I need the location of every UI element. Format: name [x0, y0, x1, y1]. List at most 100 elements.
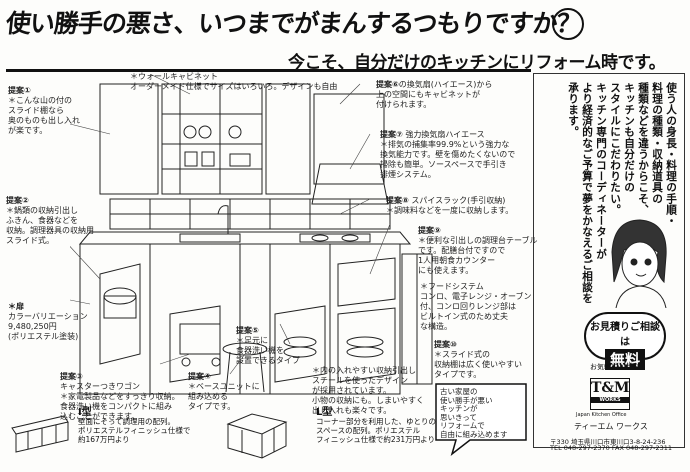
company-name-jp: ティーエム ワークス — [574, 422, 648, 431]
callout-line: 強力換気扇ハイエース — [405, 130, 485, 139]
callout-hood-system: ＊フードシステム コンロ、電子レンジ・オーブン 付、コンロ回りレンジ部は ビルト… — [420, 282, 532, 332]
i-type-kitchen-sketch — [11, 415, 69, 453]
callout-line: ＊便利な引出しの調理台テーブル — [418, 236, 538, 245]
callout-line: な構造。 — [420, 322, 452, 331]
side-text-col-3: 種類などを違うからこそ、 — [637, 82, 649, 216]
consultant-illustration — [611, 219, 667, 308]
headline: 使い勝手の悪さ、いつまでがまんするつもりですか？ — [4, 9, 583, 38]
callout-line: 上の空間にもキャビネットが — [376, 90, 480, 99]
layout-line: フィニッシュ仕様で約231万円より — [316, 435, 436, 444]
side-panel — [533, 73, 685, 448]
callout-line: 付、コンロ回りレンジ部は — [420, 302, 516, 311]
promo-line: 自由に組み込めます — [440, 429, 508, 439]
callout-line: タイプです。 — [188, 402, 236, 411]
kitchen-illustration — [70, 74, 433, 395]
callout-line: タイプです。 — [434, 370, 482, 379]
callout-line: 掃除も簡単。ソースペースで手引き — [380, 160, 507, 169]
callout-line: 小物の収納にも。しまいやすく — [312, 396, 424, 405]
callout-line: ＊ベースユニットに — [188, 382, 260, 391]
callout-title: 提案⑧ — [386, 196, 409, 205]
callout-line: カラーバリエーション — [8, 312, 88, 321]
callout-line: 9,480,250円 — [8, 322, 57, 331]
callout-line: ＊足元に — [236, 336, 268, 345]
callout-line: ＊調味料などを一度に収納します。 — [386, 206, 514, 215]
side-text-col-5: スタイルにこだわりたい。 — [609, 82, 621, 216]
callout-title: 提案④ — [188, 372, 211, 381]
callout-title: 提案⑦ — [380, 130, 403, 139]
estimate-note: お気軽にどうぞ — [590, 363, 639, 371]
company-name-en: Japan Kitchen Office — [576, 412, 627, 418]
callout-line: ビルトイン式のため丈夫 — [420, 312, 508, 321]
callout-proposal-5: 提案⑤ ＊足元に 食器洗い機を 設置できるタイプ — [236, 326, 300, 366]
callout-line: 奥のものも出し入れ — [8, 116, 80, 125]
promo-line: 使い勝手が悪い — [440, 395, 493, 405]
callout-wall-cabinet: ＊ウォールキャビネット オーダーメイド仕様でサイズはいろいろ。デザインも自由 — [130, 72, 337, 92]
callout-line: (ポリエステル塗装) — [8, 332, 79, 341]
promo-text: 古い家屋の 使い勝手が悪い キッチンが 思いきって リフォームで 自由に組み込め… — [440, 387, 508, 439]
callout-line: 収納棚は広く使いやすい — [434, 360, 522, 369]
callout-line: ＊家電製品などをすっきり収納。 — [60, 392, 180, 401]
callout-line: ＊こんな山の付の — [8, 96, 72, 105]
callout-line: が採用されています。 — [312, 386, 391, 395]
callout-line: 食器洗い機を — [236, 346, 284, 355]
company-logo: T&M WORKS — [590, 378, 630, 410]
company-address: 〒330 埼玉県川口市東川口3-8-24-236 — [550, 438, 666, 446]
callout-proposal-2: 提案② ＊鍋類の収納引出し ふきん、食器などを 収納。調理器具の収納用 スライド… — [6, 196, 94, 246]
free-estimate-badge: お見積りご相談は 無料 — [584, 312, 666, 370]
layout-title: L型 — [316, 407, 333, 418]
callout-proposal-6: 提案⑥の換気扇(ハイエース)から 上の空間にもキャビネットが 付けられます。 — [376, 80, 492, 110]
callout-line: オーダーメイド仕様でサイズはいろいろ。デザインも自由 — [130, 82, 338, 91]
estimate-line-1: お見積り — [590, 322, 630, 333]
callout-line: 換気能力です。壁を傷めたくないので — [380, 150, 516, 159]
callout-line: スパイスラック(手引収納) — [411, 196, 506, 205]
callout-line: 込むことができます。 — [60, 412, 140, 421]
callout-line: ＊ウォールキャビネット — [130, 72, 218, 81]
side-text-col-2: 料理の種類・収納道具の — [651, 82, 663, 205]
callout-proposal-4: 提案④ ＊ベースユニットに 組み込める タイプです。 — [188, 372, 260, 412]
side-text-col-1: 使う人の身長・料理の手順・ — [665, 82, 677, 227]
callout-line: ＊鍋類の収納引出し — [6, 206, 78, 215]
layout-line: スペースの配列。ポリエステル — [316, 426, 421, 435]
question-bubble-icon — [552, 8, 584, 40]
layout-line: 約167万円より — [78, 435, 130, 444]
company-block: T&M WORKS Japan Kitchen Office ティーエム ワーク… — [534, 378, 684, 452]
callout-line: 食器洗い機をコンパクトに組み — [60, 402, 172, 411]
callout-line: 排煙システム。 — [380, 170, 436, 179]
callout-line: ＊スライド式の — [434, 350, 490, 359]
promo-line: 古い家屋の — [440, 387, 478, 396]
callout-proposal-7: 提案⑦ 強力換気扇ハイエース ＊排気の捕集率99.9%という強力な 換気能力です… — [380, 130, 515, 180]
promo-balloon — [435, 383, 527, 457]
layout-line: 壁面にそって調理用の配列。 — [78, 417, 175, 426]
side-text-col-8: 承ります。 — [567, 82, 579, 138]
callout-line: 設置できるタイプ — [236, 356, 300, 365]
logo-subtext: WORKS — [591, 397, 629, 403]
callout-line: 出し入れも楽々です。 — [312, 406, 392, 415]
callout-title: 提案⑩ — [434, 340, 457, 349]
callout-proposal-9: 提案⑨ ＊便利な引出しの調理台テーブル です。配膳台付ですので 1人用朝食カウン… — [418, 226, 538, 276]
side-text-col-7: より経済的なご予算で夢をかなえるご相談を — [581, 82, 593, 304]
callout-proposal-8: 提案⑧ スパイスラック(手引収納) ＊調味料などを一度に収納します。 — [386, 196, 513, 216]
layout-title: I型 — [78, 407, 92, 418]
callout-line: スライド棚なら — [8, 106, 64, 115]
callout-line: ＊フードシステム — [420, 282, 484, 291]
callout-title: 提案③ — [60, 372, 83, 381]
callout-title: 提案① — [8, 86, 31, 95]
callout-line: 1人用朝食カウンター — [418, 256, 496, 265]
callout-line: が楽です。 — [8, 126, 48, 135]
promo-line: キッチンが — [440, 404, 478, 413]
callout-title: 提案⑨ — [418, 226, 441, 235]
company-phone: TEL 048-297-2370 FAX 048-297-2311 — [550, 444, 673, 452]
layout-line: ポリエステルフィニッシュ仕様で — [78, 426, 191, 435]
callout-door: ＊扉 カラーバリエーション 9,480,250円 (ポリエステル塗装) — [8, 302, 88, 342]
callout-proposal-10: 提案⑩ ＊スライド式の 収納棚は広く使いやすい タイプです。 — [434, 340, 522, 380]
layout-line: コーナー部分を利用した、ゆとりの — [316, 417, 436, 426]
callout-line: ＊内の入れやすい収納引出し — [312, 366, 416, 375]
callout-title: 提案② — [6, 196, 29, 205]
callout-line: 付けられます。 — [376, 100, 432, 109]
promo-line: 思いきって — [440, 412, 477, 422]
callout-line: 収納。調理器具の収納用 — [6, 226, 94, 235]
callout-steel-drawer: ＊内の入れやすい収納引出し スチールを使ったデザイン が採用されています。 小物… — [312, 366, 424, 416]
side-text-col-4: キッチンも自分だけの — [623, 82, 635, 193]
callout-line: スライド式。 — [6, 236, 54, 245]
